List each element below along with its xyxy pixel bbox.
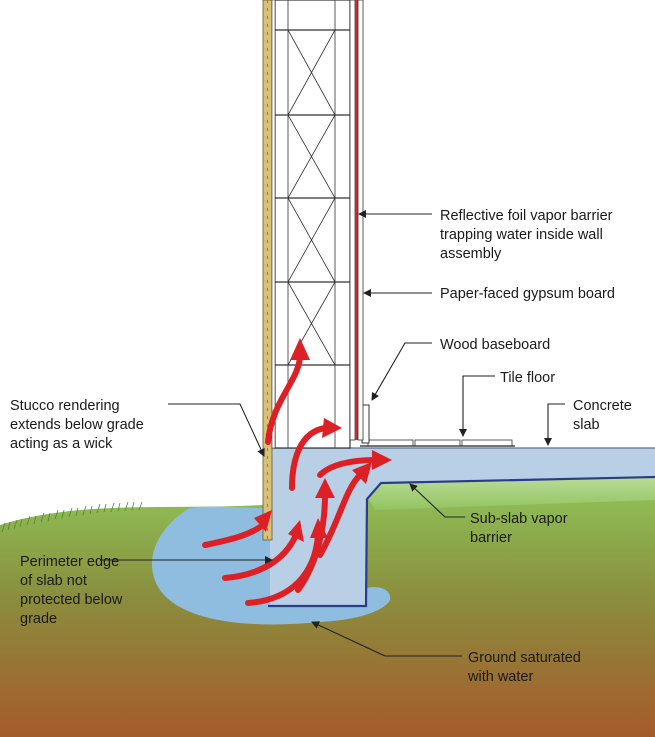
moisture-arrow-5 bbox=[222, 532, 299, 581]
leader-sub-slab bbox=[409, 483, 465, 518]
tile-floor bbox=[367, 439, 513, 447]
sub-slab-vapor-barrier-line bbox=[268, 475, 655, 608]
reflective-foil-vapor-barrier bbox=[355, 0, 358, 440]
leader-ground-saturated bbox=[311, 621, 462, 657]
leader-stucco bbox=[168, 403, 265, 457]
leader-lines bbox=[100, 210, 565, 657]
moisture-arrow-7 bbox=[295, 492, 328, 593]
cmu-block-wall bbox=[274, 0, 351, 449]
furring-space bbox=[349, 0, 356, 441]
grass-band bbox=[368, 476, 655, 510]
moisture-flow-arrows bbox=[202, 352, 378, 606]
label-stucco: Stucco rendering extends below grade act… bbox=[10, 398, 148, 452]
label-concrete-slab: Concrete slab bbox=[573, 398, 636, 433]
leader-tile-floor bbox=[459, 375, 495, 437]
moisture-arrow-1 bbox=[265, 352, 303, 445]
label-perimeter-edge: Perimeter edge of slab not protected bel… bbox=[20, 554, 126, 627]
label-wood-baseboard: Wood baseboard bbox=[440, 337, 550, 353]
label-ground-saturated: Ground saturated with water bbox=[467, 650, 585, 685]
paper-faced-gypsum-board bbox=[357, 0, 364, 441]
moisture-arrow-3 bbox=[317, 457, 378, 478]
leader-concrete-slab bbox=[544, 403, 565, 446]
moisture-arrow-2 bbox=[289, 425, 328, 491]
moisture-arrow-heads bbox=[254, 338, 392, 542]
leader-wood-baseboard bbox=[371, 342, 432, 401]
label-tile-floor: Tile floor bbox=[500, 370, 555, 386]
label-sub-slab: Sub-slab vapor barrier bbox=[470, 511, 572, 546]
grass-tufts bbox=[1, 501, 143, 533]
label-reflective-foil: Reflective foil vapor barrier trapping w… bbox=[440, 208, 617, 262]
label-gypsum-board: Paper-faced gypsum board bbox=[440, 286, 615, 302]
moisture-arrow-8 bbox=[317, 472, 363, 558]
moisture-arrow-4 bbox=[202, 522, 266, 548]
